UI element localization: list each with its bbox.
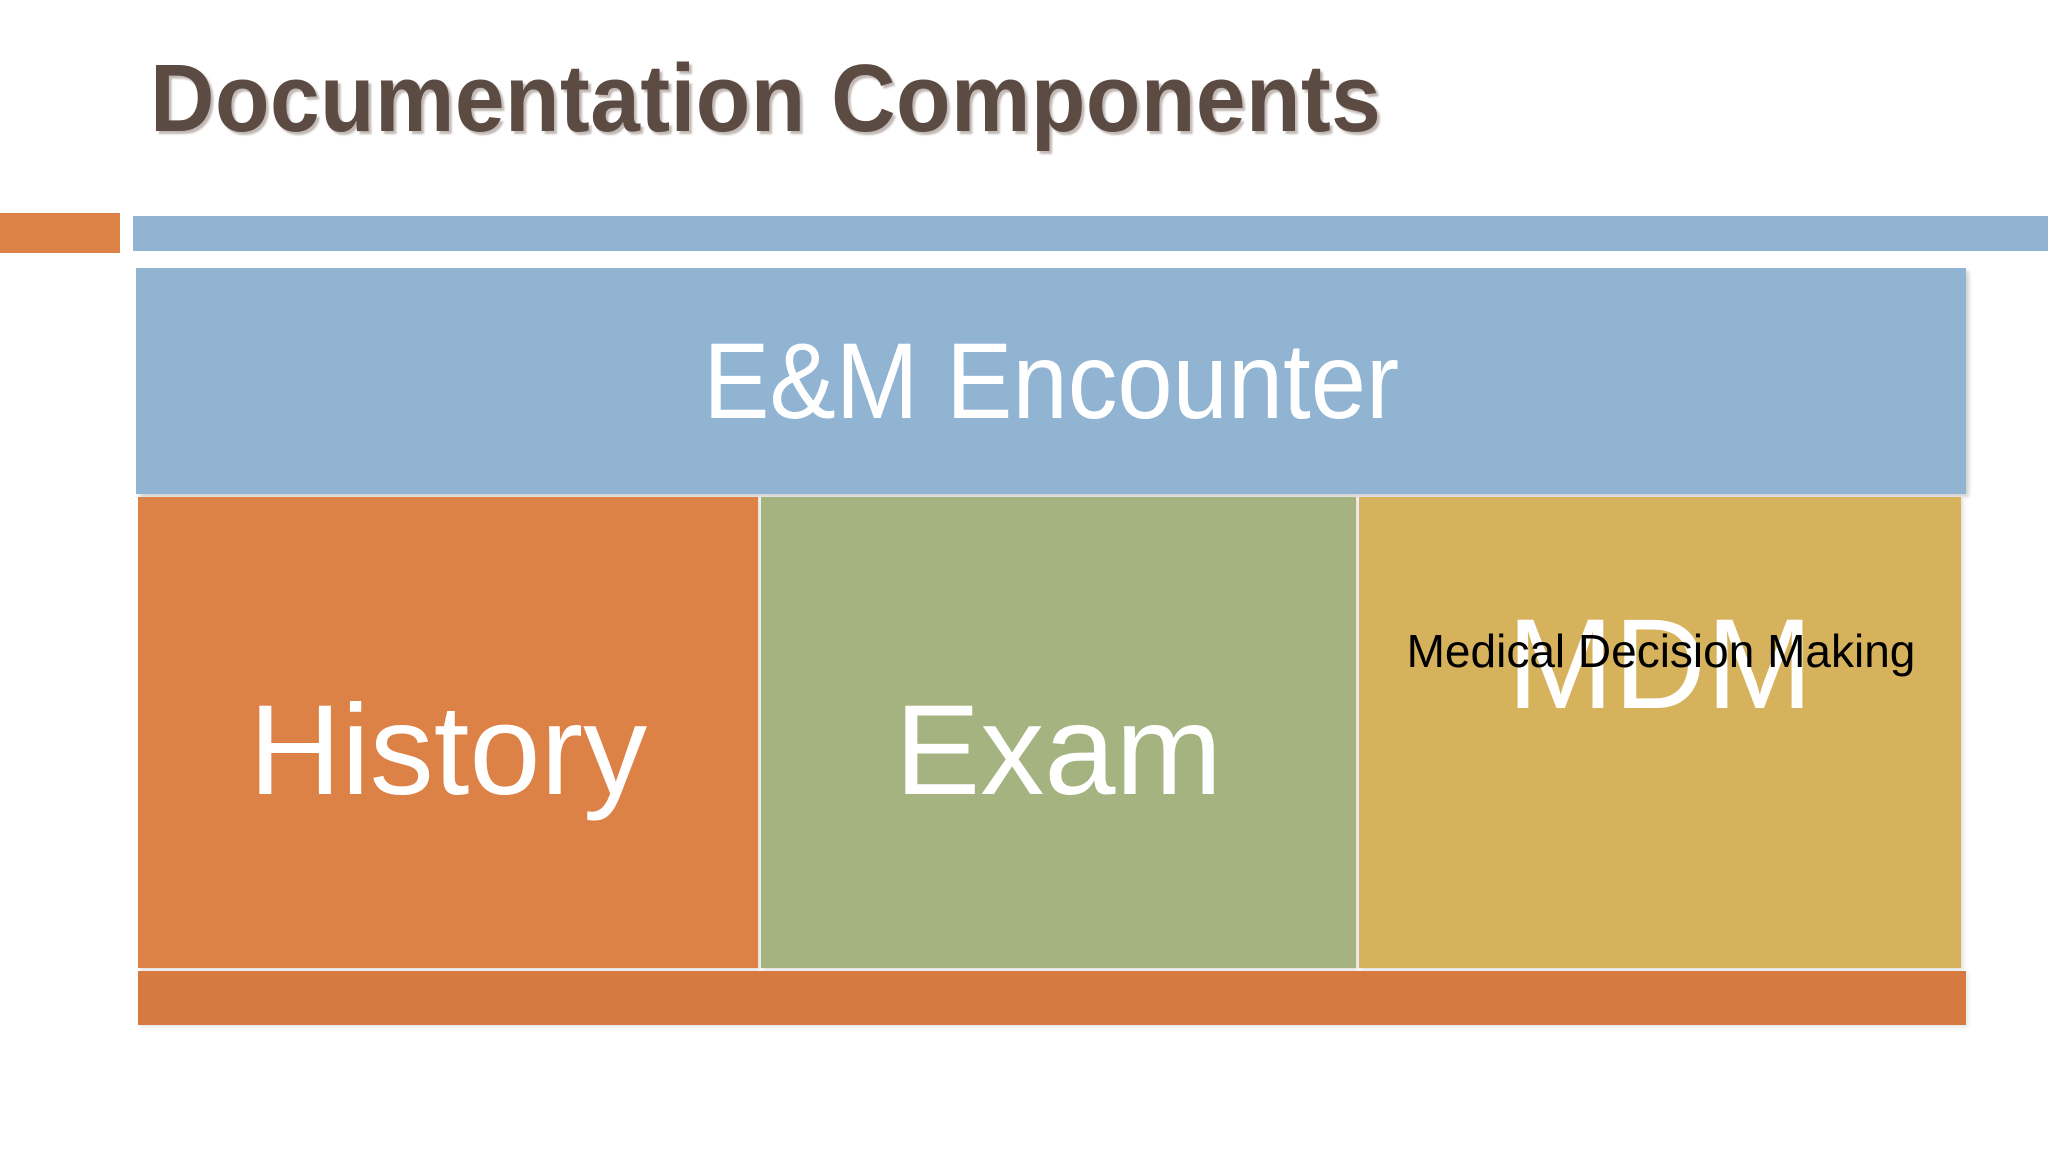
diagram-parent-box-encounter[interactable]: E&M Encounter [136, 268, 1966, 494]
diagram-child-box-exam[interactable]: Exam [761, 497, 1356, 968]
bottom-accent-bar [138, 971, 1966, 1025]
diagram-child-label-exam: Exam [894, 678, 1223, 822]
diagram-child-box-history[interactable]: History [138, 497, 758, 968]
title-accent-tab [0, 213, 120, 253]
title-divider-rule [133, 216, 2048, 251]
diagram-child-label-mdm: MDM [1507, 593, 1813, 736]
diagram-child-subtitle-mdm: Medical Decision Making [1406, 625, 1916, 677]
documentation-components-diagram: E&M Encounter History Exam MDM Medical D… [136, 268, 1966, 1025]
diagram-child-box-mdm[interactable]: MDM [1359, 497, 1961, 968]
diagram-parent-label: E&M Encounter [703, 320, 1399, 441]
page-title: Documentation Components [150, 45, 1382, 152]
diagram-child-label-history: History [248, 678, 648, 822]
